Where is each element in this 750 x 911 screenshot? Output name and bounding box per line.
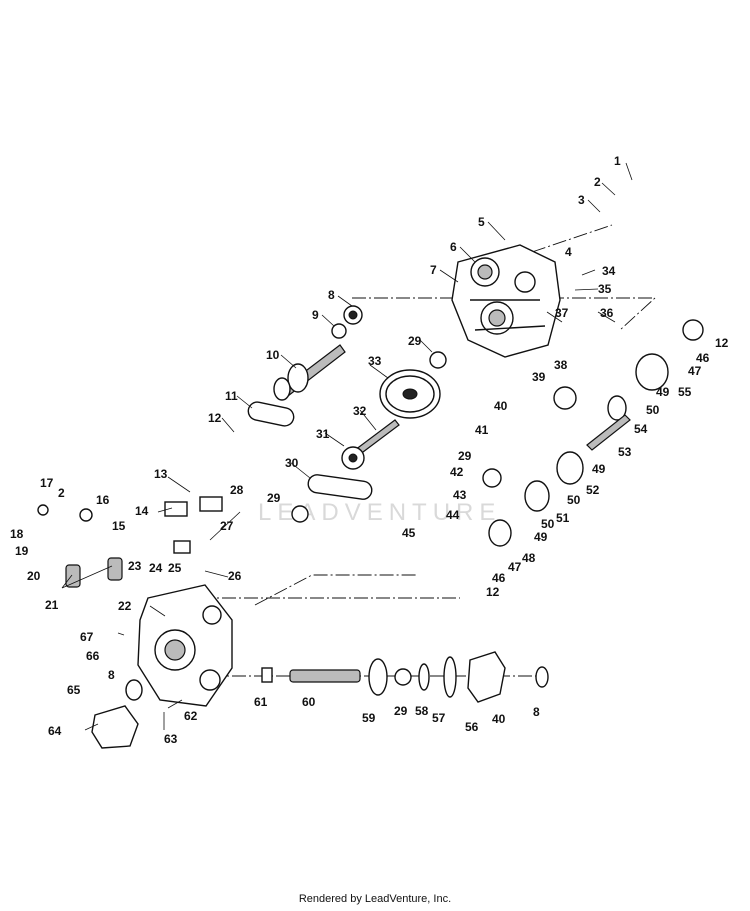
callout-16: 16	[96, 493, 110, 507]
callout-66: 66	[86, 649, 100, 663]
drive-chains	[247, 401, 373, 500]
callout-44: 44	[446, 508, 460, 522]
callout-38: 38	[554, 358, 568, 372]
callout-3: 3	[578, 193, 585, 207]
callout-49-a: 49	[656, 385, 670, 399]
cover-65	[91, 679, 143, 749]
callout-37: 37	[555, 306, 569, 320]
callout-9: 9	[312, 308, 319, 322]
callout-50-a: 50	[646, 403, 660, 417]
callout-31: 31	[316, 427, 330, 441]
callout-46-a: 46	[696, 351, 710, 365]
upper-case-housing	[451, 244, 561, 358]
callout-23: 23	[128, 559, 142, 573]
callout-57: 57	[432, 711, 446, 725]
callout-39: 39	[532, 370, 546, 384]
callout-28: 28	[230, 483, 244, 497]
output-shaft-assembly	[261, 651, 549, 703]
callout-29-b: 29	[267, 491, 281, 505]
input-shaft-assembly	[273, 305, 363, 401]
callout-18: 18	[10, 527, 24, 541]
leader-lines	[61, 162, 633, 731]
callout-59: 59	[362, 711, 376, 725]
callout-21: 21	[45, 598, 59, 612]
callout-34: 34	[602, 264, 616, 278]
callout-46-b: 46	[492, 571, 506, 585]
callout-47-b: 47	[508, 560, 522, 574]
callout-22: 22	[118, 599, 132, 613]
callout-36: 36	[600, 306, 614, 320]
callout-12-a: 12	[208, 411, 222, 425]
callout-8-b: 8	[108, 668, 115, 682]
callout-67: 67	[80, 630, 94, 644]
callout-17: 17	[40, 476, 54, 490]
intermediate-shaft	[341, 419, 400, 470]
callout-65: 65	[67, 683, 81, 697]
callout-27: 27	[220, 519, 234, 533]
callout-64: 64	[48, 724, 62, 738]
callout-29-c: 29	[458, 449, 472, 463]
callout-53: 53	[618, 445, 632, 459]
callout-47-a: 47	[688, 364, 702, 378]
callout-15: 15	[112, 519, 126, 533]
callout-1: 1	[614, 154, 621, 168]
footer-credit: Rendered by LeadVenture, Inc.	[298, 893, 452, 905]
callout-2-b: 2	[58, 486, 65, 500]
callout-61: 61	[254, 695, 268, 709]
callout-63: 63	[164, 732, 178, 746]
callout-30: 30	[285, 456, 299, 470]
callout-26: 26	[228, 569, 242, 583]
bearings-29	[291, 351, 502, 686]
assembly-axes	[200, 224, 657, 677]
callout-13: 13	[154, 467, 168, 481]
callout-8-c: 8	[533, 705, 540, 719]
shift-assembly	[37, 496, 223, 588]
callout-49-c: 49	[534, 530, 548, 544]
callout-5: 5	[478, 215, 485, 229]
callout-40-a: 40	[494, 399, 508, 413]
callout-52: 52	[586, 483, 600, 497]
callout-32: 32	[353, 404, 367, 418]
callout-19: 19	[15, 544, 29, 558]
callout-35: 35	[598, 282, 612, 296]
callout-12-c: 12	[486, 585, 500, 599]
callout-41: 41	[475, 423, 489, 437]
countershaft-gear-cluster	[488, 319, 704, 547]
callout-10: 10	[266, 348, 280, 362]
callout-7: 7	[430, 263, 437, 277]
callout-43: 43	[453, 488, 467, 502]
callout-50-b: 50	[567, 493, 581, 507]
callout-11: 11	[225, 389, 238, 403]
lower-case-housing	[137, 584, 233, 707]
callout-49-b: 49	[592, 462, 606, 476]
callout-29-d: 29	[394, 704, 408, 718]
callout-50-c: 50	[541, 517, 555, 531]
callout-55: 55	[678, 385, 692, 399]
callout-6: 6	[450, 240, 457, 254]
callout-29-a: 29	[408, 334, 422, 348]
large-gear	[379, 369, 441, 419]
callout-42: 42	[450, 465, 464, 479]
callout-8: 8	[328, 288, 335, 302]
callout-14: 14	[135, 504, 149, 518]
callout-4: 4	[565, 245, 572, 259]
callout-2: 2	[594, 175, 601, 189]
callout-33: 33	[368, 354, 382, 368]
callout-labels: 1 2 3 4 5 6 7 8 9 10 11 12 12 12 13 14 1…	[10, 154, 729, 746]
callout-60: 60	[302, 695, 316, 709]
callout-58: 58	[415, 704, 429, 718]
callout-25: 25	[168, 561, 182, 575]
callout-20: 20	[27, 569, 41, 583]
callout-56: 56	[465, 720, 479, 734]
callout-62: 62	[184, 709, 198, 723]
callout-40-b: 40	[492, 712, 506, 726]
callout-12-b: 12	[715, 336, 729, 350]
callout-48: 48	[522, 551, 536, 565]
callout-45: 45	[402, 526, 416, 540]
callout-54: 54	[634, 422, 648, 436]
callout-51: 51	[556, 511, 570, 525]
callout-24: 24	[149, 561, 163, 575]
